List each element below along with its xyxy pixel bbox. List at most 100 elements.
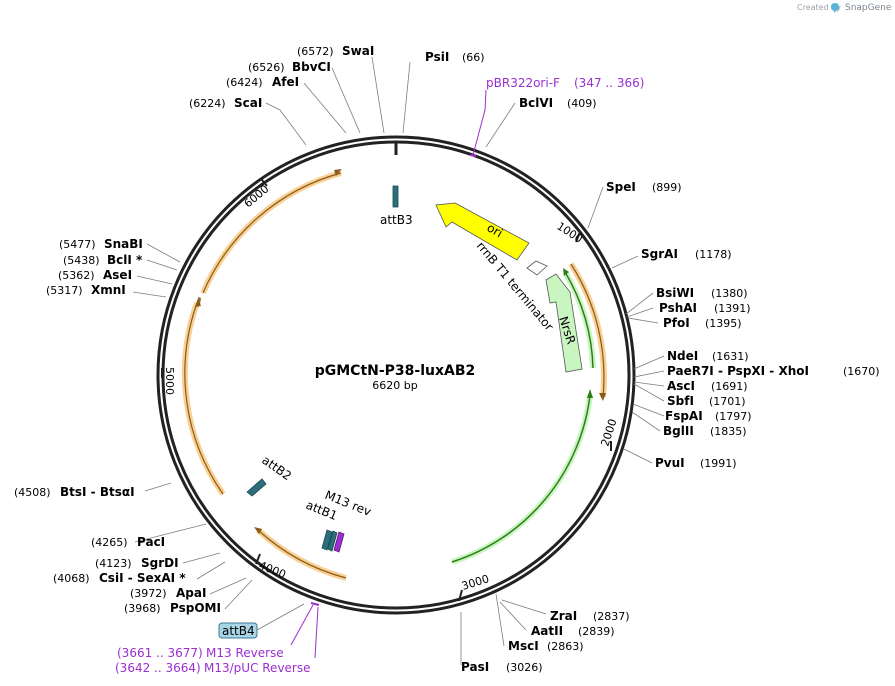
enzyme-sgrdi-name: SgrDI bbox=[141, 556, 179, 570]
attB4-label: attB4 bbox=[222, 624, 255, 638]
enzyme-btsi-name: BtsI - BtsαI bbox=[60, 485, 135, 499]
enzyme-leader-lines bbox=[132, 56, 665, 665]
attB1-feature bbox=[321, 529, 338, 552]
gene-arc-lower-right bbox=[451, 389, 593, 565]
enzyme-swai-name: SwaI bbox=[342, 44, 374, 58]
nrsr-label: NrsR bbox=[556, 315, 578, 346]
primer-m13-range: (3661 .. 3677) bbox=[117, 646, 203, 660]
enzyme-fspai-pos: (1797) bbox=[715, 410, 752, 423]
enzyme-aatii-pos: (2839) bbox=[578, 625, 615, 638]
tick-label-5000: 5000 bbox=[163, 367, 176, 395]
cds-arc-top-left bbox=[198, 169, 342, 304]
enzyme-sbfi-name: SbfI bbox=[667, 394, 694, 408]
ori-feature bbox=[435, 202, 530, 261]
plasmid-name: pGMCtN-P38-luxAB2 bbox=[315, 363, 476, 379]
tick-label-2000: 2000 bbox=[598, 417, 619, 448]
attB3-label: attB3 bbox=[380, 213, 413, 227]
enzyme-pvui-pos: (1991) bbox=[700, 457, 737, 470]
enzyme-paer7i-pos: (1670) bbox=[843, 365, 880, 378]
terminator-feature bbox=[526, 260, 548, 276]
enzyme-asei-pos: (5362) bbox=[58, 269, 95, 282]
attB3-feature bbox=[392, 185, 399, 208]
enzyme-psii-pos: (66) bbox=[462, 51, 485, 64]
cds-arc-left bbox=[181, 298, 226, 496]
enzyme-bclvi-name: BclVI bbox=[519, 96, 553, 110]
plasmid-size: 6620 bp bbox=[372, 379, 417, 392]
gene-arc-right-upper bbox=[562, 268, 596, 369]
enzyme-asci-pos: (1691) bbox=[711, 380, 748, 393]
enzyme-sgrai-name: SgrAI bbox=[641, 247, 678, 261]
enzyme-pfoi-name: PfoI bbox=[663, 316, 690, 330]
primer-pbr322-name: pBR322ori-F bbox=[486, 76, 560, 90]
primer-pbr322-marker bbox=[469, 89, 487, 157]
enzyme-afei-pos: (6424) bbox=[226, 76, 263, 89]
attB4-box bbox=[218, 603, 305, 639]
attB2-feature bbox=[246, 478, 267, 497]
enzyme-paci-pos: (4265) bbox=[91, 536, 128, 549]
enzyme-pasi-pos: (3026) bbox=[506, 661, 543, 674]
backbone-outer bbox=[156, 135, 636, 615]
enzyme-scai-name: ScaI bbox=[234, 96, 262, 110]
enzyme-paer7i-name: PaeR7I - PspXI - XhoI bbox=[667, 364, 809, 378]
enzyme-zrai-pos: (2837) bbox=[593, 610, 630, 623]
enzyme-zrai-name: ZraI bbox=[550, 609, 577, 623]
enzyme-bcli-name: BclI * bbox=[107, 253, 143, 267]
enzyme-asci-name: AscI bbox=[667, 379, 695, 393]
enzyme-bclvi-pos: (409) bbox=[567, 97, 597, 110]
enzyme-pshai-pos: (1391) bbox=[714, 302, 751, 315]
nrsr-feature bbox=[545, 273, 583, 373]
credit-text: Created by bbox=[797, 3, 841, 12]
enzyme-bbvci-pos: (6526) bbox=[248, 61, 285, 74]
enzyme-swai-pos: (6572) bbox=[297, 45, 334, 58]
primer-m13puc-range: (3642 .. 3664) bbox=[115, 661, 201, 675]
enzyme-bsiwi-pos: (1380) bbox=[711, 287, 748, 300]
snapgene-logo-icon bbox=[831, 3, 839, 13]
enzyme-paci-name: PacI bbox=[137, 535, 165, 549]
enzyme-pshai-name: PshAI bbox=[659, 301, 697, 315]
enzyme-pvui-name: PvuI bbox=[655, 456, 685, 470]
enzyme-pfoi-pos: (1395) bbox=[705, 317, 742, 330]
enzyme-psii-name: PsiI bbox=[425, 50, 449, 64]
enzyme-btsi-pos: (4508) bbox=[14, 486, 51, 499]
enzyme-ndei-name: NdeI bbox=[667, 349, 698, 363]
enzyme-psponi-pos: (3968) bbox=[124, 602, 161, 615]
cds-arc-bottom bbox=[254, 527, 347, 581]
enzyme-scai-pos: (6224) bbox=[189, 97, 226, 110]
enzyme-apai-name: ApaI bbox=[176, 586, 206, 600]
enzyme-asei-name: AseI bbox=[103, 268, 132, 282]
primer-m13-markers bbox=[290, 602, 320, 659]
enzyme-msci-pos: (2863) bbox=[547, 640, 584, 653]
enzyme-psponi-name: PspOMI bbox=[170, 601, 221, 615]
primer-pbr322-range: (347 .. 366) bbox=[574, 76, 644, 90]
ori-label: ori bbox=[485, 220, 506, 240]
enzyme-sbfi-pos: (1701) bbox=[709, 395, 746, 408]
enzyme-afei-name: AfeI bbox=[272, 75, 299, 89]
enzyme-spei-name: SpeI bbox=[606, 180, 636, 194]
enzyme-apai-pos: (3972) bbox=[130, 587, 167, 600]
m13rev-feature bbox=[333, 531, 345, 553]
enzyme-bsiwi-name: BsiWI bbox=[656, 286, 694, 300]
scale-ticks bbox=[161, 179, 612, 602]
enzyme-bbvci-name: BbvCI bbox=[292, 60, 331, 74]
enzyme-xmni-name: XmnI bbox=[91, 283, 126, 297]
enzyme-csii-name: CsiI - SexAI * bbox=[99, 571, 186, 585]
enzyme-snabi-name: SnaBI bbox=[104, 237, 143, 251]
enzyme-sgrdi-pos: (4123) bbox=[95, 557, 132, 570]
enzyme-aatii-name: AatII bbox=[531, 624, 563, 638]
enzyme-bglii-name: BglII bbox=[663, 424, 694, 438]
primer-m13puc-name: M13/pUC Reverse bbox=[204, 661, 311, 675]
enzyme-pasi-name: PasI bbox=[461, 660, 489, 674]
primer-m13-name: M13 Reverse bbox=[206, 646, 284, 660]
enzyme-csii-pos: (4068) bbox=[53, 572, 90, 585]
enzyme-sgrai-pos: (1178) bbox=[695, 248, 732, 261]
enzyme-fspai-name: FspAI bbox=[665, 409, 703, 423]
attB2-label: attB2 bbox=[259, 453, 294, 483]
enzyme-spei-pos: (899) bbox=[652, 181, 682, 194]
enzyme-snabi-pos: (5477) bbox=[59, 238, 96, 251]
enzyme-msci-name: MscI bbox=[508, 639, 539, 653]
snapgene-brand: SnapGene bbox=[845, 3, 892, 13]
cds-arc-right bbox=[568, 262, 607, 401]
enzyme-xmni-pos: (5317) bbox=[46, 284, 83, 297]
enzyme-ndei-pos: (1631) bbox=[712, 350, 749, 363]
